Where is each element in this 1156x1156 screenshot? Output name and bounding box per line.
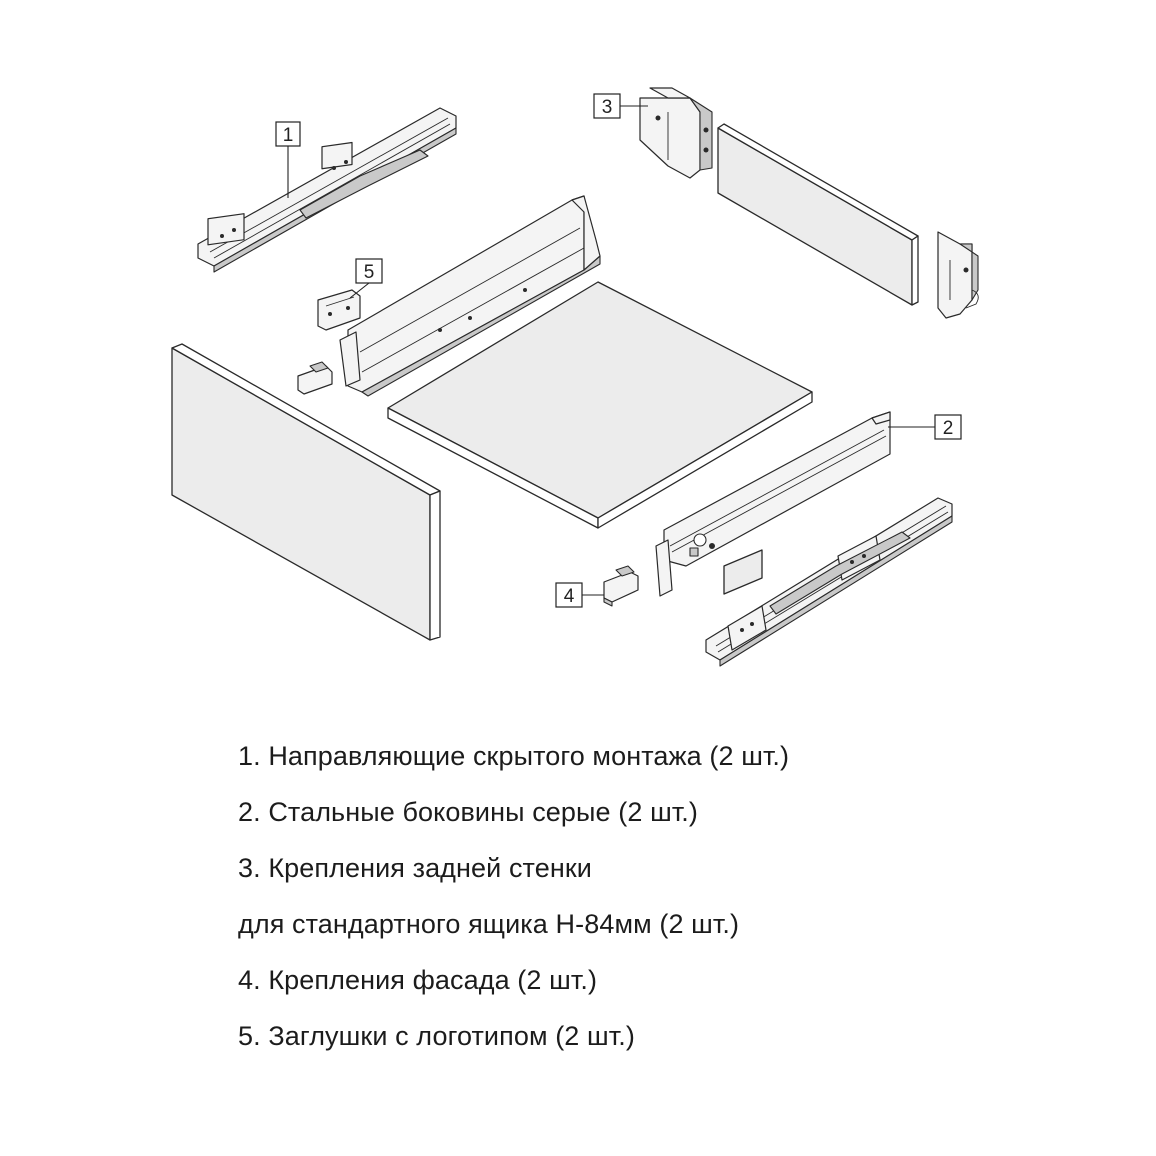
runner-rail-bottom [705, 497, 953, 667]
svg-text:5: 5 [364, 262, 375, 283]
front-fixing [603, 565, 639, 607]
legend-item-2: 2. Стальные боковины серые (2 шт.) [238, 797, 699, 827]
svg-text:4: 4 [564, 586, 575, 607]
steel-side-upper [339, 195, 601, 397]
svg-text:1: 1 [283, 125, 294, 146]
bottom-panel [387, 281, 813, 529]
rear-wall-bracket-top [639, 87, 713, 179]
parts-legend: 1. Направляющие скрытого монтажа (2 шт.)… [238, 728, 1118, 1064]
legend-item-3: 3. Крепления задней стенки [238, 853, 592, 883]
callout-5: 5 [349, 258, 383, 299]
front-fixing-upper [297, 361, 333, 395]
legend-item-5: 5. Заглушки с логотипом (2 шт.) [238, 1021, 635, 1051]
logo-cap [317, 289, 361, 331]
front-panel [171, 343, 441, 641]
steel-side-lower [655, 411, 891, 597]
legend-item-3-continued: для стандартного ящика H-84мм (2 шт.) [238, 909, 740, 939]
svg-text:2: 2 [943, 418, 954, 439]
drawer-exploded-diagram: 1 2 3 4 5 [171, 87, 979, 667]
rear-wall-bracket-bottom [937, 231, 979, 319]
svg-text:3: 3 [602, 97, 613, 118]
back-panel [717, 123, 919, 306]
callout-3: 3 [593, 93, 648, 119]
callout-4: 4 [555, 582, 604, 608]
callout-1: 1 [275, 121, 301, 198]
legend-item-4: 4. Крепления фасада (2 шт.) [238, 965, 598, 995]
callout-2: 2 [888, 414, 962, 440]
runner-rail-top [197, 107, 457, 273]
legend-item-1: 1. Направляющие скрытого монтажа (2 шт.) [238, 741, 790, 771]
